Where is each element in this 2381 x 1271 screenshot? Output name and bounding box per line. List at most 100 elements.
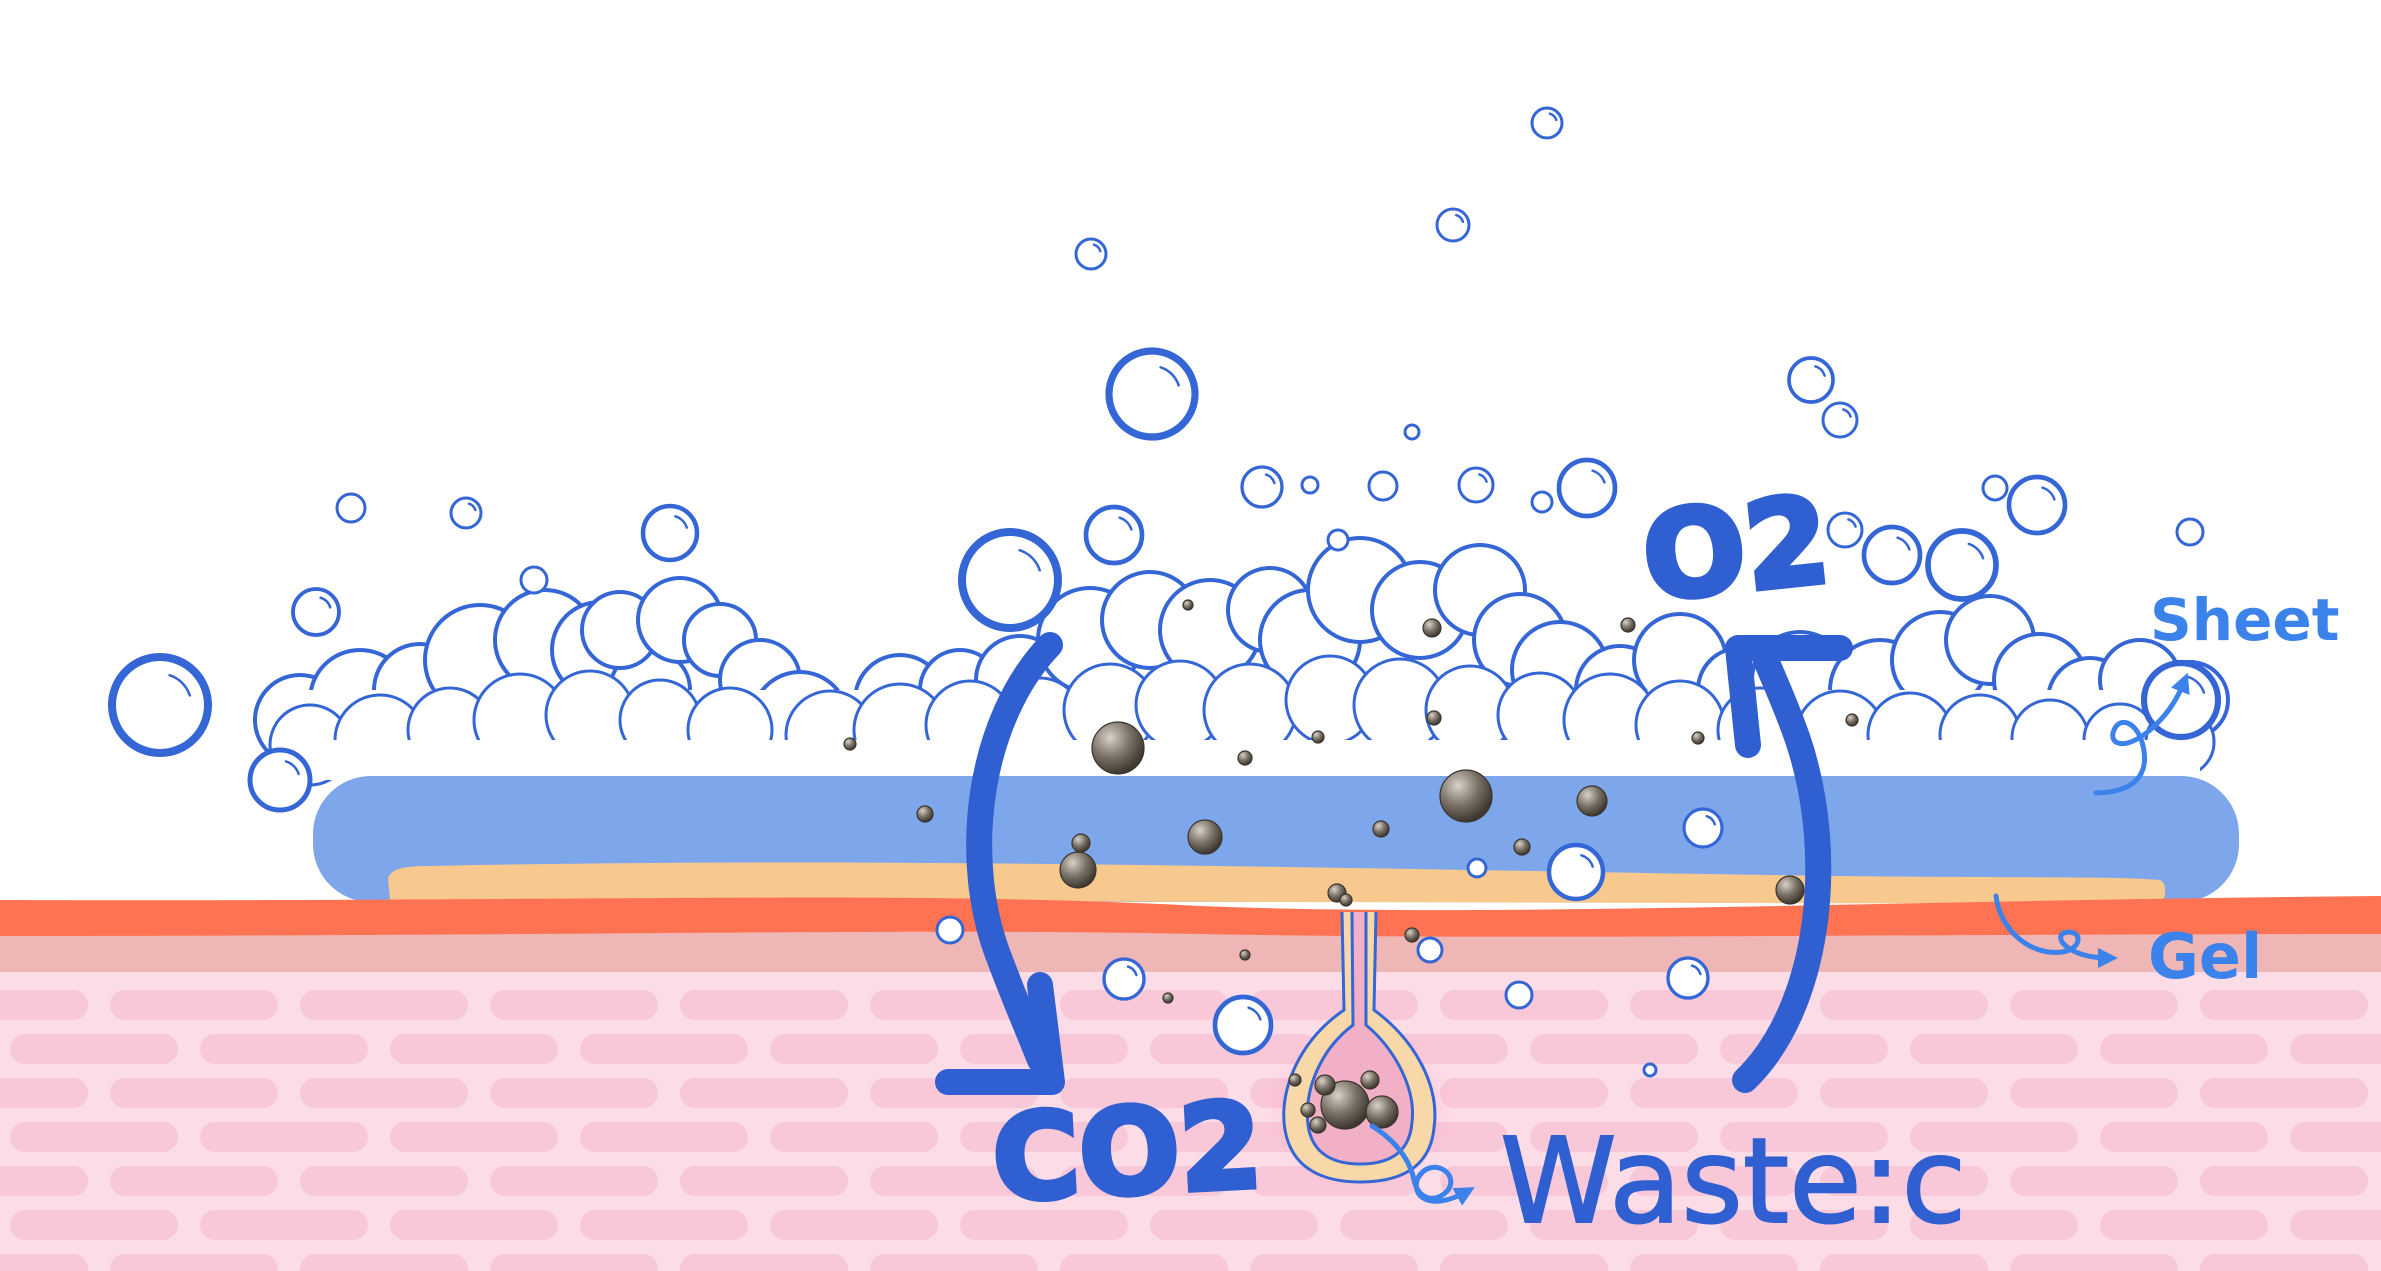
skin-cell [1720, 1034, 1888, 1064]
waste-particle [1691, 731, 1705, 745]
waste-leader [1369, 1123, 1475, 1206]
skin-cell [10, 1122, 178, 1152]
bubble [335, 492, 367, 524]
skin-cell [580, 1122, 748, 1152]
skin-cell [2200, 1078, 2368, 1108]
skin-cell [2100, 1034, 2268, 1064]
skin-cell [1720, 1122, 1888, 1152]
waste-particle [1311, 730, 1325, 744]
bubble-highlight [1847, 518, 1857, 528]
skin-cell [300, 1078, 468, 1108]
o2-arrow [1732, 647, 1832, 1093]
skin-cell [10, 1210, 178, 1240]
sheet-label: Sheet [2150, 586, 2339, 654]
bubble [935, 915, 965, 945]
bubble [449, 496, 483, 530]
bubble [1403, 423, 1421, 441]
skin-cell [580, 1210, 748, 1240]
skin-cell [0, 990, 88, 1020]
bubble-highlight [467, 502, 477, 512]
skin-band [0, 928, 2381, 972]
skin-cell [680, 1166, 848, 1196]
waste-particle [1365, 1095, 1399, 1129]
skin-cell [490, 990, 658, 1020]
co2-arrowhead [935, 972, 1065, 1095]
waste-particle [1372, 820, 1390, 838]
bubble [1326, 528, 1350, 552]
waste-particle [1360, 1070, 1380, 1090]
bubble-highlight [1247, 1006, 1262, 1021]
bubble-highlight [1092, 243, 1102, 253]
skin-cell [960, 1122, 1128, 1152]
skin-cell [1530, 1210, 1698, 1240]
waste-particle [1071, 833, 1091, 853]
skin-cell [0, 1078, 88, 1108]
skin-cell [1440, 1078, 1608, 1108]
waste-particle [1775, 875, 1805, 905]
skin-cell [1530, 1122, 1698, 1152]
bubble [1666, 956, 1710, 1000]
skin-cell [1340, 1210, 1508, 1240]
skin-cell [110, 1078, 278, 1108]
sheet-and-gel [0, 776, 2381, 937]
skin-cell [1440, 1254, 1608, 1271]
bubble [1367, 470, 1399, 502]
skin-cell [2290, 1034, 2381, 1064]
skin-cell [390, 1034, 558, 1064]
waste-particle [1091, 721, 1145, 775]
skin-cell [390, 1210, 558, 1240]
skin-cell [390, 1122, 558, 1152]
skin-cell [770, 1034, 938, 1064]
skin-cell [1440, 1166, 1608, 1196]
bubble-highlight [2041, 486, 2056, 501]
bubble-highlight [1896, 536, 1911, 551]
bubble [1466, 857, 1488, 879]
skin-cell [1630, 1166, 1798, 1196]
bubble [2006, 474, 2068, 536]
skin-cell [0, 1166, 88, 1196]
bubble [1530, 490, 1554, 514]
skin-cell [1150, 1210, 1318, 1240]
skin-cell [110, 1166, 278, 1196]
bubble-highlight [1591, 469, 1606, 484]
bubble-highlight [319, 596, 332, 609]
skin-cell [2290, 1210, 2381, 1240]
gel-leader [1993, 893, 2118, 968]
bubble-highlight [1118, 516, 1133, 531]
bubble-highlight [284, 760, 300, 776]
skin-cell [2100, 1210, 2268, 1240]
waste-particle [1426, 710, 1442, 726]
gas-arrows [935, 632, 1853, 1095]
waste-particle [1300, 1102, 1316, 1118]
skin-cell [10, 1034, 178, 1064]
waste-particle [843, 737, 857, 751]
bubble [1105, 347, 1199, 441]
bubble-highlight [1842, 408, 1852, 418]
bubble [1826, 511, 1864, 549]
skin-cell [1060, 1166, 1228, 1196]
waste-particles [843, 599, 1859, 1134]
skin-cell [2200, 990, 2368, 1020]
skin-cell [2010, 1078, 2178, 1108]
labels: O2 CO2 Sheet Gel Waste:c [986, 468, 2339, 1251]
bubble [1074, 237, 1108, 271]
bubble [1821, 401, 1859, 439]
skin-cell [200, 1210, 368, 1240]
skin-cell [680, 1078, 848, 1108]
skin-cell [680, 990, 848, 1020]
skin-cell [200, 1122, 368, 1152]
waste-particle [1187, 819, 1223, 855]
co2-arrow [966, 632, 1063, 1073]
bubble-highlight [168, 673, 192, 697]
skin-cell [1630, 1254, 1798, 1271]
waste-particle [1237, 750, 1253, 766]
waste-particle [1309, 1116, 1327, 1134]
bubble-highlight [1690, 964, 1702, 976]
waste-particle [916, 805, 934, 823]
co2-label: CO2 [989, 1076, 1265, 1228]
bubble [1416, 936, 1444, 964]
skin-cell [490, 1078, 658, 1108]
waste-label: Waste:c [1500, 1112, 1966, 1250]
waste-particle [1576, 785, 1608, 817]
